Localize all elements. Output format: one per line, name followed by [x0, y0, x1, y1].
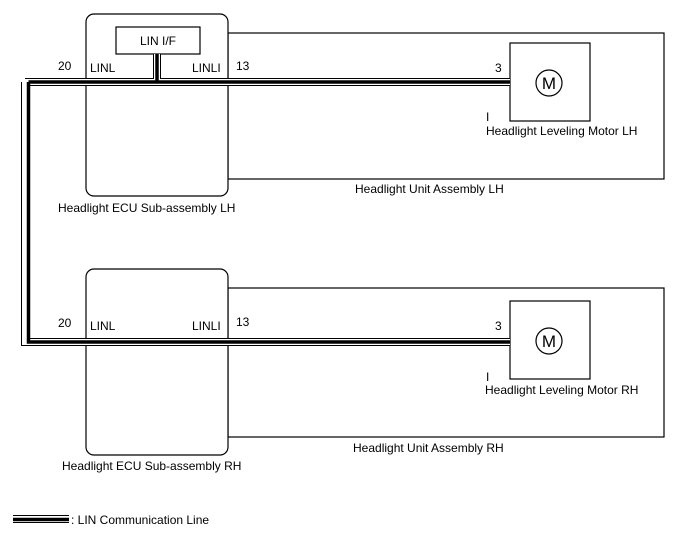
rh-pin-linl-number: 20	[58, 316, 72, 330]
lin-if-box	[115, 26, 201, 55]
rh-motor-pin: 3	[495, 319, 502, 333]
lin-if-label: LIN I/F	[140, 34, 176, 48]
lh-motor-label: Headlight Leveling Motor LH	[486, 124, 637, 138]
lh-motor-symbol: M	[542, 74, 556, 93]
lh-pin-linl-number: 20	[58, 59, 72, 73]
rh-unit-assembly-box	[227, 287, 665, 438]
lin-communication-line	[21, 54, 510, 346]
rh-ecu-box	[85, 268, 229, 456]
rh-unit-assembly-label: Headlight Unit Assembly RH	[353, 441, 504, 455]
legend-text: : LIN Communication Line	[71, 513, 209, 527]
rh-pin-linli-number: 13	[236, 315, 250, 329]
legend: : LIN Communication Line	[13, 513, 209, 527]
rh-pin-linl-name: LINL	[90, 319, 116, 333]
lh-pin-linl-name: LINL	[90, 61, 116, 75]
rh-motor-symbol-circle	[535, 327, 563, 355]
legend-line-swatch	[13, 515, 69, 523]
rh-pin-linli-name: LINLI	[192, 319, 221, 333]
lh-pin-linli-name: LINLI	[192, 61, 221, 75]
lh-pin-linli-number: 13	[236, 59, 250, 73]
lh-ecu-box	[85, 13, 229, 197]
lh-motor-symbol-circle	[535, 69, 563, 97]
lh-unit-assembly-label: Headlight Unit Assembly LH	[355, 182, 504, 196]
lh-motor-ground-mark: I	[486, 110, 489, 124]
lh-ecu-label: Headlight ECU Sub-assembly LH	[58, 201, 235, 215]
rh-motor-ground-mark: I	[486, 370, 489, 384]
rh-motor-symbol: M	[542, 332, 556, 351]
rh-motor-label: Headlight Leveling Motor RH	[485, 383, 638, 397]
rh-ecu-label: Headlight ECU Sub-assembly RH	[62, 459, 241, 473]
lh-unit-assembly-box	[227, 32, 665, 180]
lh-motor-pin: 3	[495, 61, 502, 75]
